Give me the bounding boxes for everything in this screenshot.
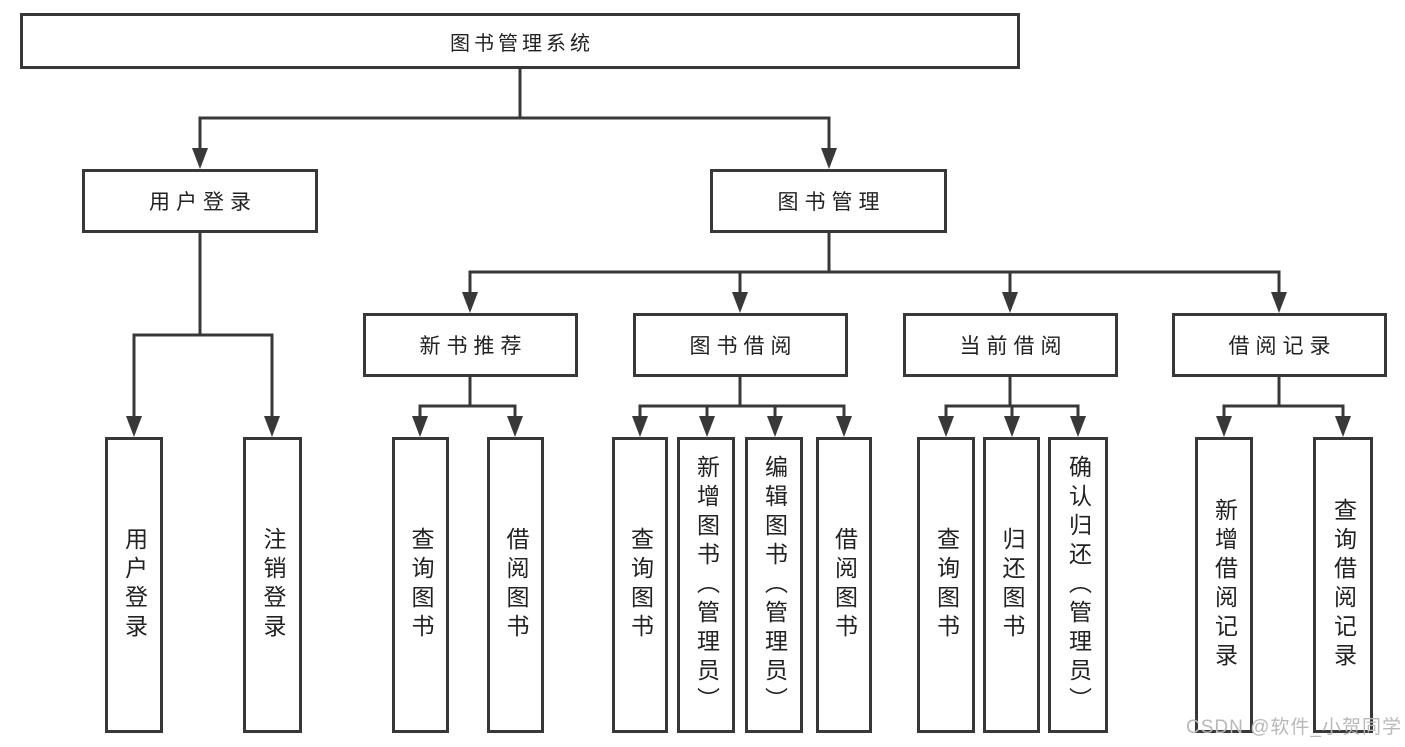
connector-current-borrowing-group — [944, 375, 1080, 421]
node-user-login-branch: 用户登录 — [82, 169, 318, 233]
connector-borrow-records-group — [1222, 375, 1345, 421]
node-book-management: 图书管理 — [710, 169, 947, 233]
node-label: 新增借阅记录 — [1211, 498, 1238, 672]
node-label: 图书借阅 — [689, 335, 798, 358]
arrow-icon — [1271, 292, 1287, 313]
connector-book-borrowing-group — [638, 375, 846, 421]
arrow-icon — [836, 416, 852, 437]
node-label: 借阅图书 — [831, 527, 858, 643]
node-label: 查询图书 — [933, 527, 960, 643]
watermark-text: CSDN @软件_小贺同学 — [1186, 717, 1402, 738]
connector-root-to-level2 — [198, 65, 831, 153]
node-edit-book-admin: 编辑图书（管理员） — [745, 437, 803, 733]
arrow-icon — [1335, 416, 1351, 437]
node-label: 用户登录 — [149, 191, 257, 214]
connector-new-book-group — [418, 375, 517, 421]
connector-book-management-group — [468, 231, 1281, 297]
node-label: 借阅记录 — [1228, 335, 1337, 358]
node-query-books-current: 查询图书 — [917, 437, 975, 733]
arrow-icon — [126, 416, 142, 437]
node-label: 当前借阅 — [959, 335, 1068, 358]
node-logout: 注销登录 — [243, 437, 302, 733]
node-label: 编辑图书（管理员） — [761, 454, 788, 716]
arrow-icon — [192, 148, 208, 169]
node-return-books: 归还图书 — [983, 437, 1040, 733]
node-label: 图书管理 — [777, 191, 886, 214]
node-query-books-borrowing: 查询图书 — [612, 437, 668, 733]
node-borrow-books-recommend: 借阅图书 — [487, 437, 544, 733]
node-book-borrowing: 图书借阅 — [633, 313, 848, 377]
connector-user-login-group — [132, 231, 274, 421]
arrow-icon — [412, 416, 428, 437]
arrow-icon — [767, 416, 783, 437]
node-label: 查询图书 — [627, 527, 654, 643]
node-label: 注销登录 — [260, 527, 286, 643]
node-label: 查询借阅记录 — [1330, 498, 1357, 672]
node-borrow-books: 借阅图书 — [816, 437, 872, 733]
node-label: 查询图书 — [408, 527, 434, 643]
arrow-icon — [821, 148, 837, 169]
node-label: 借阅图书 — [503, 527, 529, 643]
arrow-icon — [938, 416, 954, 437]
arrow-icon — [1216, 416, 1232, 437]
arrow-icon — [632, 416, 648, 437]
node-library-management-system: 图书管理系统 — [20, 13, 1020, 69]
node-query-borrow-record: 查询借阅记录 — [1313, 437, 1373, 733]
node-user-login: 用户登录 — [105, 437, 163, 733]
node-current-borrowing: 当前借阅 — [903, 313, 1118, 377]
node-borrowing-records: 借阅记录 — [1172, 313, 1387, 377]
arrow-icon — [462, 292, 478, 313]
arrowheads — [126, 148, 1351, 437]
node-label: 确认归还（管理员） — [1065, 454, 1092, 716]
node-label: 归还图书 — [999, 527, 1025, 643]
node-label: 新书推荐 — [419, 335, 528, 358]
arrow-icon — [732, 292, 748, 313]
arrow-icon — [699, 416, 715, 437]
node-confirm-return-admin: 确认归还（管理员） — [1048, 437, 1108, 733]
node-new-book-recommendation: 新书推荐 — [363, 313, 578, 377]
arrow-icon — [264, 416, 280, 437]
node-query-books-recommend: 查询图书 — [392, 437, 449, 733]
node-label: 新增图书（管理员） — [693, 454, 720, 716]
arrow-icon — [507, 416, 523, 437]
arrow-icon — [1004, 416, 1020, 437]
arrow-icon — [1002, 292, 1018, 313]
node-add-book-admin: 新增图书（管理员） — [677, 437, 735, 733]
node-add-borrow-record: 新增借阅记录 — [1195, 437, 1253, 733]
node-label: 图书管理系统 — [450, 32, 594, 55]
node-label: 用户登录 — [121, 527, 148, 643]
arrow-icon — [1070, 416, 1086, 437]
